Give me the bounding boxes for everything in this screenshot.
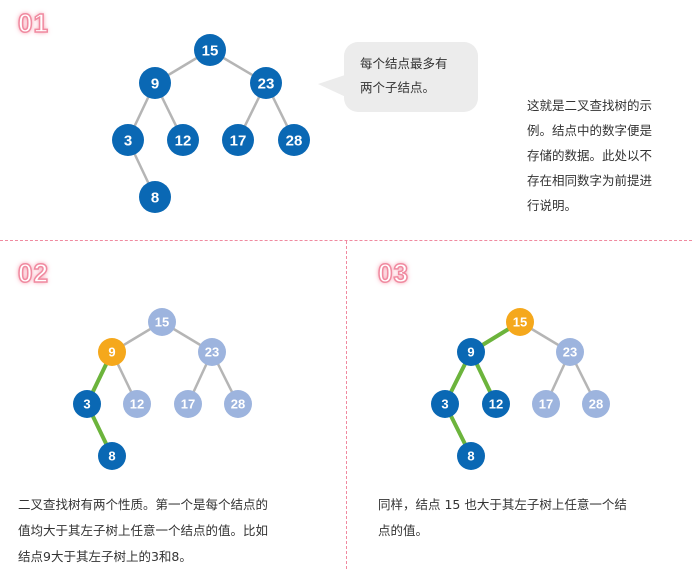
- tree-node-label: 28: [286, 132, 303, 149]
- tree-node-label: 15: [155, 315, 169, 330]
- tree-node-9: [98, 338, 126, 366]
- description-line: 这就是二叉查找树的示: [527, 98, 653, 113]
- description-line: 存储的数据。此处以不: [527, 148, 653, 163]
- tree-node-8: [139, 181, 171, 213]
- tree-node-28: [278, 124, 310, 156]
- tree-node-label: 9: [151, 75, 159, 92]
- tree-node-17: [532, 390, 560, 418]
- description-03: 同样，结点 15 也大于其左子树上任意一个结 点的值。: [378, 492, 627, 544]
- tree-node-3: [112, 124, 144, 156]
- tree-node-15: [148, 308, 176, 336]
- tree-node-label: 12: [175, 132, 192, 149]
- tree-node-9: [139, 67, 171, 99]
- description-01: 这就是二叉查找树的示 例。结点中的数字便是 存储的数据。此处以不 存在相同数字为…: [527, 93, 652, 218]
- tree-node-label: 28: [231, 397, 245, 412]
- tree-node-label: 23: [258, 75, 275, 92]
- tree-node-3: [431, 390, 459, 418]
- tree-node-23: [250, 67, 282, 99]
- description-line: 值均大于其左子树上任意一个结点的值。比如: [18, 523, 269, 538]
- tree-node-label: 17: [230, 132, 247, 149]
- tree-node-28: [224, 390, 252, 418]
- tree-node-15: [506, 308, 534, 336]
- speech-bubble-tail: [318, 74, 348, 98]
- description-line: 二叉查找树有两个性质。第一个是每个结点的: [18, 497, 269, 512]
- tree-node-17: [222, 124, 254, 156]
- divider-horizontal: [0, 240, 692, 241]
- tree-node-15: [194, 34, 226, 66]
- tree-node-17: [174, 390, 202, 418]
- tree-node-label: 17: [539, 397, 553, 412]
- tree-node-label: 3: [441, 397, 448, 412]
- tree-node-8: [98, 442, 126, 470]
- tree-node-28: [582, 390, 610, 418]
- tree-node-12: [167, 124, 199, 156]
- tree-node-3: [73, 390, 101, 418]
- description-line: 行说明。: [527, 198, 578, 213]
- description-line: 例。结点中的数字便是: [527, 123, 653, 138]
- tree-node-23: [556, 338, 584, 366]
- tree-node-label: 23: [205, 345, 219, 360]
- tree-node-label: 8: [151, 189, 159, 206]
- tree-node-label: 3: [83, 397, 90, 412]
- description-line: 结点9大于其左子树上的3和8。: [18, 549, 192, 564]
- tree-node-label: 15: [202, 42, 219, 59]
- tree-node-9: [457, 338, 485, 366]
- bubble-line: 每个结点最多有: [360, 56, 448, 71]
- step-label-03: 03: [377, 257, 409, 289]
- tree-node-label: 23: [563, 345, 577, 360]
- tree-node-label: 3: [124, 132, 132, 149]
- description-line: 存在相同数字为前提进: [527, 173, 653, 188]
- tree-node-label: 8: [108, 449, 115, 464]
- tree-node-8: [457, 442, 485, 470]
- bubble-line: 两个子结点。: [360, 80, 436, 95]
- tree-node-label: 9: [108, 345, 115, 360]
- tree-node-label: 15: [513, 315, 527, 330]
- step-label-02: 02: [17, 257, 49, 289]
- tree-node-12: [482, 390, 510, 418]
- tree-node-23: [198, 338, 226, 366]
- divider-vertical: [346, 241, 347, 569]
- tree-node-label: 28: [589, 397, 603, 412]
- tree-node-12: [123, 390, 151, 418]
- tree-node-label: 9: [467, 345, 474, 360]
- tree-node-label: 17: [181, 397, 195, 412]
- speech-bubble: 每个结点最多有 两个子结点。: [344, 42, 478, 112]
- tree-node-label: 8: [467, 449, 474, 464]
- description-line: 点的值。: [378, 523, 429, 538]
- tree-node-label: 12: [130, 397, 144, 412]
- description-02: 二叉查找树有两个性质。第一个是每个结点的 值均大于其左子树上任意一个结点的值。比…: [18, 492, 268, 569]
- step-label-01: 01: [17, 7, 49, 39]
- tree-node-label: 12: [489, 397, 503, 412]
- description-line: 同样，结点 15 也大于其左子树上任意一个结: [378, 497, 627, 512]
